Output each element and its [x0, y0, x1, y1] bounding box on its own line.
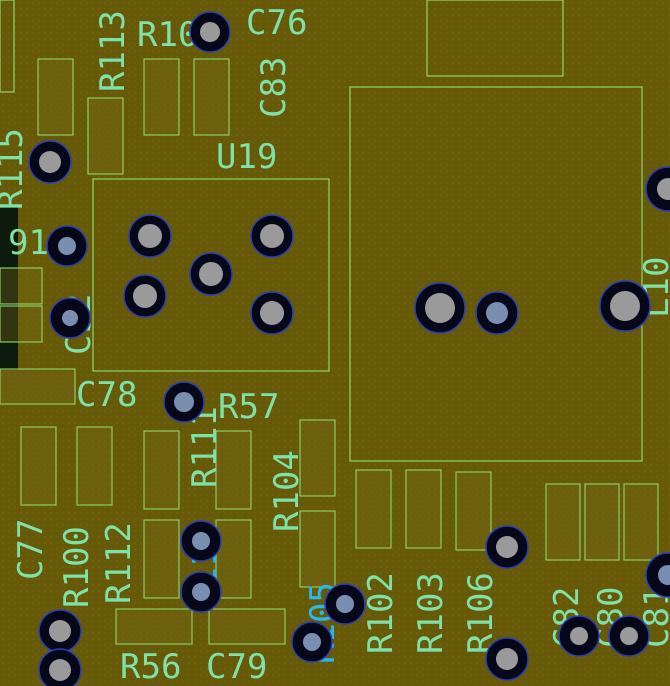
pad-c82[interactable]	[545, 483, 581, 561]
l10-outline[interactable]	[349, 86, 643, 462]
top-component-outline[interactable]	[426, 0, 564, 77]
via[interactable]	[291, 621, 333, 663]
via[interactable]	[189, 252, 233, 296]
label-91: 91	[8, 223, 49, 263]
via[interactable]	[38, 648, 82, 686]
label-c76: C76	[246, 3, 307, 43]
label-c78: C78	[76, 375, 137, 415]
pad-c78[interactable]	[0, 368, 76, 405]
pad-c79[interactable]	[208, 608, 286, 645]
pad-c77[interactable]	[20, 426, 57, 506]
via[interactable]	[485, 637, 529, 681]
pad-c76[interactable]	[193, 58, 230, 136]
via[interactable]	[475, 291, 519, 335]
via[interactable]	[163, 381, 205, 423]
via[interactable]	[128, 214, 172, 258]
pad-c92-a[interactable]	[0, 267, 43, 305]
left-copper-pour	[0, 205, 18, 370]
pad-r112[interactable]	[143, 430, 180, 510]
pad-r115[interactable]	[37, 58, 74, 136]
via[interactable]	[250, 291, 294, 335]
pad-r102[interactable]	[355, 469, 392, 549]
pad-c92-b[interactable]	[0, 305, 43, 343]
label-u19: U19	[216, 137, 277, 177]
via[interactable]	[414, 282, 466, 334]
label-r104: R104	[267, 450, 307, 532]
pad-r113[interactable]	[87, 97, 124, 175]
label-r102: R102	[361, 572, 401, 654]
label-r100: R100	[57, 526, 97, 608]
pad-r106[interactable]	[455, 471, 492, 551]
left-edge-outline[interactable]	[0, 0, 15, 93]
via[interactable]	[250, 214, 294, 258]
pad-c80[interactable]	[584, 483, 620, 561]
pad-r105[interactable]	[299, 510, 336, 588]
via[interactable]	[49, 297, 91, 339]
via[interactable]	[189, 11, 231, 53]
label-r57: R57	[218, 387, 279, 427]
label-r112: R112	[99, 522, 139, 604]
label-c83: C83	[254, 57, 294, 118]
via[interactable]	[123, 274, 167, 318]
via[interactable]	[46, 225, 88, 267]
via[interactable]	[608, 615, 650, 657]
pad-r111b-b[interactable]	[215, 519, 252, 599]
via[interactable]	[645, 552, 670, 598]
u19-outline[interactable]	[92, 178, 330, 372]
pad-r56[interactable]	[115, 608, 193, 645]
label-c79: C79	[206, 647, 267, 686]
label-r115: R115	[0, 128, 31, 210]
pad-r104[interactable]	[299, 419, 336, 497]
pad-r111a[interactable]	[215, 430, 252, 510]
pad-r111b-a[interactable]	[143, 519, 180, 599]
footprints	[0, 58, 659, 645]
label-r56: R56	[120, 647, 181, 686]
via[interactable]	[180, 520, 222, 562]
via[interactable]	[558, 615, 600, 657]
via[interactable]	[645, 166, 670, 212]
pad-r101[interactable]	[143, 58, 180, 136]
via[interactable]	[324, 583, 366, 625]
label-r113: R113	[93, 10, 133, 92]
label-c77: C77	[11, 519, 51, 580]
pad-r103[interactable]	[405, 469, 442, 549]
pad-c81[interactable]	[623, 483, 659, 561]
via[interactable]	[599, 280, 651, 332]
label-r106: R106	[461, 572, 501, 654]
via[interactable]	[28, 140, 72, 184]
via[interactable]	[485, 525, 529, 569]
via[interactable]	[180, 571, 222, 613]
via[interactable]	[38, 609, 82, 653]
vias	[28, 11, 670, 686]
label-r103: R103	[411, 572, 451, 654]
pad-r100[interactable]	[76, 426, 113, 506]
